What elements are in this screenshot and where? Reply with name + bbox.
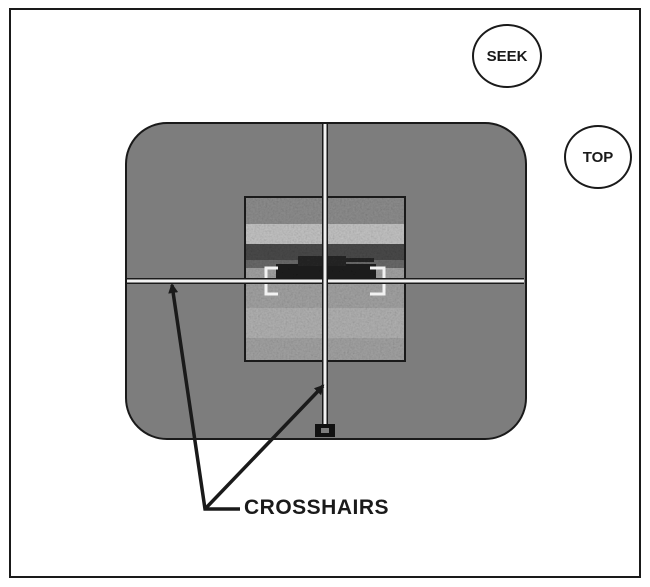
callout-arrows [168, 283, 325, 511]
crosshairs-label: CROSSHAIRS [244, 496, 390, 519]
seek-button[interactable]: SEEK [472, 24, 542, 88]
crosshairs [127, 124, 524, 424]
top-button[interactable]: TOP [564, 125, 632, 189]
target-brackets [264, 266, 386, 296]
